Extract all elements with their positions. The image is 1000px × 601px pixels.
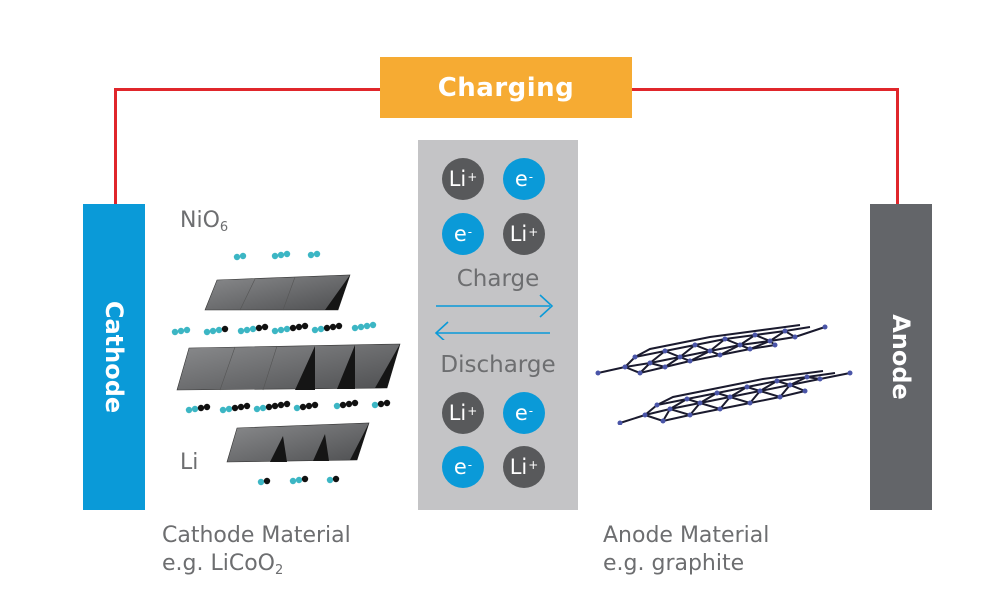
electron-icon: e- xyxy=(442,213,484,255)
anode-label: Anode xyxy=(887,314,916,400)
discharge-arrow-left-icon xyxy=(434,321,550,340)
electron-icon: e- xyxy=(503,392,545,434)
electron-icon: e- xyxy=(503,158,545,200)
circuit-wire-left-vertical xyxy=(114,88,117,205)
cathode-label: Cathode xyxy=(100,300,128,414)
cathode-material-caption: Cathode Material e.g. LiCoO2 xyxy=(162,522,351,581)
octahedral-layer xyxy=(176,343,401,391)
cathode-layered-structure xyxy=(171,250,401,486)
lithium-ion-icon: Li+ xyxy=(442,158,484,200)
lithium-atom-row xyxy=(185,399,391,414)
charging-mode-label: Charging xyxy=(380,57,632,118)
anode-electrode: Anode xyxy=(870,204,932,510)
circuit-wire-top-right xyxy=(630,88,899,91)
graphene-sheet xyxy=(619,370,851,424)
cathode-caption-line2: e.g. LiCoO2 xyxy=(162,551,284,578)
circuit-wire-right-vertical xyxy=(896,88,899,205)
anode-caption-line1: Anode Material xyxy=(603,523,770,548)
electrolyte-panel: Li+ e- e- Li+ Charge Discharge Li+ e- e-… xyxy=(418,140,578,510)
lithium-ion-icon: Li+ xyxy=(503,446,545,488)
octahedral-layer xyxy=(226,422,370,463)
lithium-ion-icon: Li+ xyxy=(503,213,545,255)
nio6-label: NiO6 xyxy=(180,208,229,235)
lithium-atom-row xyxy=(171,321,377,336)
li-label: Li xyxy=(180,450,199,475)
graphite-layers xyxy=(595,324,853,425)
octahedral-layer xyxy=(204,274,351,311)
cathode-electrode: Cathode xyxy=(83,204,145,510)
lithium-atom-row xyxy=(233,250,321,261)
anode-caption-line2: e.g. graphite xyxy=(603,551,745,576)
charge-discharge-arrows xyxy=(434,294,554,340)
circuit-wire-top-left xyxy=(114,88,382,91)
charge-label: Charge xyxy=(456,266,540,292)
cathode-caption-line1: Cathode Material xyxy=(162,523,351,548)
charging-text: Charging xyxy=(437,72,575,103)
discharge-label: Discharge xyxy=(440,352,556,378)
carbon-atoms xyxy=(595,324,853,425)
lithium-atom-row xyxy=(257,475,340,486)
charge-arrow-right-icon xyxy=(436,294,554,318)
anode-material-caption: Anode Material e.g. graphite xyxy=(603,522,769,578)
lithium-ion-icon: Li+ xyxy=(442,392,484,434)
electron-icon: e- xyxy=(442,446,484,488)
